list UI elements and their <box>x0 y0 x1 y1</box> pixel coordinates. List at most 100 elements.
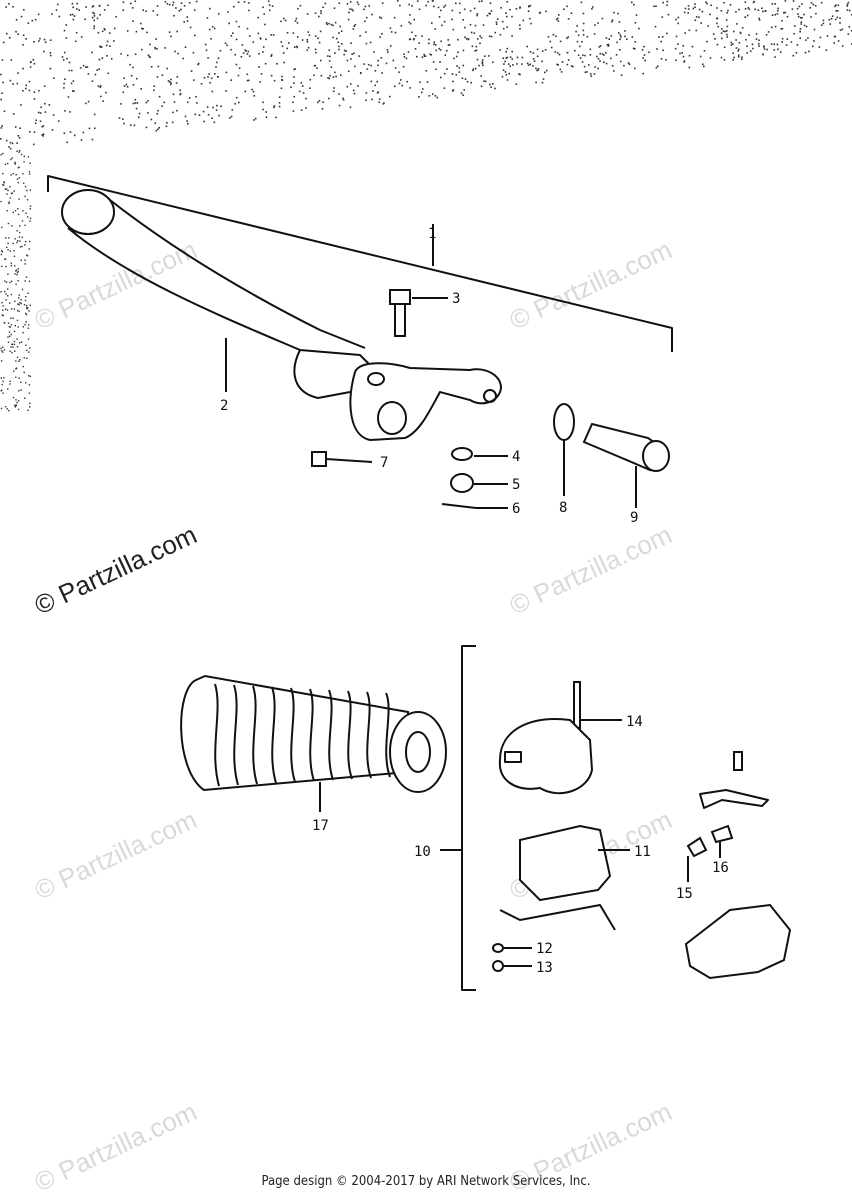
noise-speck <box>246 73 249 76</box>
noise-speck <box>439 61 441 63</box>
noise-speck <box>642 57 644 59</box>
noise-speck <box>327 55 329 57</box>
noise-speck <box>588 64 590 66</box>
noise-speck <box>2 305 4 307</box>
noise-speck <box>0 98 3 101</box>
grip-rib <box>271 686 277 784</box>
noise-speck <box>726 36 728 38</box>
noise-speck <box>744 1 747 3</box>
noise-speck <box>195 95 197 98</box>
noise-speck <box>0 390 2 392</box>
noise-speck <box>423 53 425 56</box>
noise-speck <box>120 53 122 55</box>
noise-speck <box>177 52 179 55</box>
noise-speck <box>33 62 36 65</box>
noise-speck <box>488 35 491 38</box>
noise-speck <box>518 73 520 75</box>
noise-speck <box>63 82 65 85</box>
noise-speck <box>325 22 328 24</box>
noise-speck <box>27 292 29 294</box>
noise-speck <box>14 273 16 275</box>
noise-speck <box>189 26 192 29</box>
noise-speck <box>792 0 795 2</box>
noise-speck <box>739 31 742 34</box>
noise-speck <box>834 18 837 21</box>
noise-speck <box>351 53 353 55</box>
noise-speck <box>607 43 610 46</box>
noise-speck <box>666 32 668 35</box>
noise-speck <box>426 81 429 83</box>
noise-speck <box>801 17 803 19</box>
noise-speck <box>798 5 801 8</box>
noise-speck <box>763 45 765 47</box>
watermark: © Partzilla.com <box>30 804 201 905</box>
noise-speck <box>18 377 20 379</box>
noise-speck <box>334 21 337 24</box>
noise-speck <box>836 16 839 19</box>
noise-speck <box>224 42 227 45</box>
noise-speck <box>14 126 17 128</box>
noise-speck <box>428 38 430 41</box>
noise-speck <box>30 61 32 63</box>
noise-speck <box>257 32 260 35</box>
noise-speck <box>508 72 510 75</box>
noise-speck <box>202 110 205 113</box>
noise-speck <box>233 5 235 8</box>
noise-speck <box>414 34 417 37</box>
noise-speck <box>62 59 65 61</box>
noise-speck <box>41 134 43 136</box>
noise-speck <box>492 61 494 64</box>
noise-speck <box>5 139 8 142</box>
noise-speck <box>214 73 216 75</box>
noise-speck <box>784 0 787 2</box>
noise-speck <box>22 210 24 212</box>
noise-speck <box>660 58 663 60</box>
noise-speck <box>258 53 260 55</box>
noise-speck <box>86 66 89 68</box>
noise-speck <box>350 42 352 44</box>
noise-speck <box>8 146 10 148</box>
noise-speck <box>7 295 9 297</box>
noise-speck <box>618 21 621 23</box>
noise-speck <box>597 67 599 70</box>
noise-speck <box>306 39 308 41</box>
noise-speck <box>707 25 709 27</box>
callout-5: 5 <box>512 477 520 493</box>
noise-speck <box>9 79 12 82</box>
noise-speck <box>631 36 634 38</box>
noise-speck <box>566 37 568 40</box>
noise-speck <box>230 79 232 81</box>
noise-speck <box>408 3 410 6</box>
noise-speck <box>12 6 14 8</box>
noise-speck <box>130 74 133 77</box>
noise-speck <box>561 61 564 63</box>
pivot-pin-9-drawing <box>582 422 670 508</box>
noise-speck <box>516 56 519 59</box>
noise-speck <box>93 27 95 30</box>
noise-speck <box>146 31 148 34</box>
noise-speck <box>613 70 615 72</box>
noise-speck <box>4 280 6 282</box>
noise-speck <box>17 326 19 328</box>
noise-speck <box>428 42 430 45</box>
noise-speck <box>714 38 716 40</box>
noise-speck <box>43 50 45 53</box>
noise-speck <box>603 61 605 63</box>
noise-speck <box>259 38 262 40</box>
noise-speck <box>32 59 35 61</box>
noise-speck <box>606 44 609 46</box>
noise-speck <box>350 58 352 60</box>
noise-speck <box>2 184 5 186</box>
noise-speck <box>18 310 20 313</box>
noise-speck <box>0 154 2 156</box>
noise-speck <box>44 41 47 43</box>
noise-speck <box>26 189 28 192</box>
noise-speck <box>5 6 7 8</box>
noise-speck <box>24 244 26 246</box>
noise-speck <box>359 72 362 75</box>
noise-speck <box>91 51 93 54</box>
noise-speck <box>662 49 664 52</box>
noise-speck <box>320 12 322 15</box>
noise-speck <box>727 9 729 12</box>
noise-speck <box>16 356 19 359</box>
